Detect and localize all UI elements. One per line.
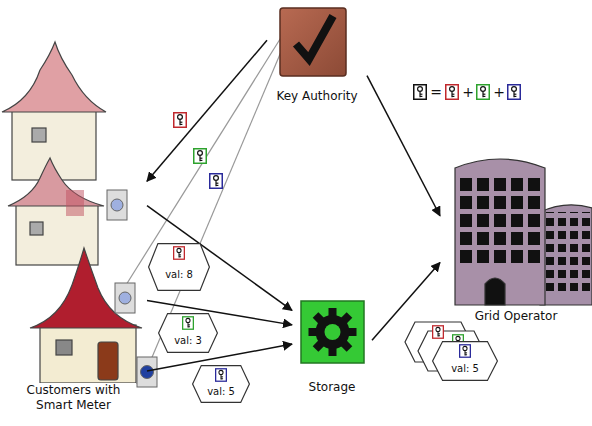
key-icon [477,85,490,100]
key-icon [216,369,227,381]
key-icon [446,85,459,100]
hexagon-outline [158,313,218,353]
storage: Storage [292,298,372,394]
houses [2,42,142,383]
key-icon [508,85,521,100]
hexagon-outline [192,365,250,403]
message-hexagon: val: 5 [432,341,498,381]
equation-symbol: + [493,85,505,99]
flow-arrow [372,262,440,340]
key-authority-icon [280,8,346,76]
equation-symbol: + [462,85,474,99]
key-icon [460,345,471,357]
storage-icon [301,301,364,363]
key-icon [414,85,427,100]
hexagon-shape [149,244,210,291]
key-icon [210,174,223,189]
key-icon [174,113,187,128]
grid-operator-buildings [455,159,592,305]
node-label: Key Authority [274,89,359,103]
message-hexagon: val: 8 [148,243,210,291]
hexagon-shape [159,314,218,353]
flow-arrow [147,40,267,181]
message-hexagon: val: 5 [192,365,250,403]
hexagon-outline [432,341,498,381]
key-icon [174,247,185,259]
hexagon-shape [433,342,498,381]
flow-arrow [147,206,292,311]
smart-meter [107,190,157,387]
hexagon-shape [193,366,250,403]
customer-houses: Customers with Smart Meter [0,40,147,412]
value-label: val: 3 [174,335,202,346]
key-icon [433,326,444,338]
key-icon [183,317,194,329]
value-label: val: 8 [165,269,193,280]
grid-operator: Grid Operator [440,150,592,323]
key-authority: Key Authority [267,5,367,103]
message-hexagon: val: 3 [158,313,218,353]
value-label: val: 5 [451,363,479,374]
equation-symbol: = [430,85,442,99]
node-label: Grid Operator [473,309,560,323]
flow-arrow [367,76,440,216]
value-label: val: 5 [207,386,235,397]
node-label: Customers with Smart Meter [12,383,136,412]
node-label: Storage [307,380,358,394]
key-line [126,36,286,362]
hexagon-outline [148,243,210,291]
key-icon [194,149,207,164]
